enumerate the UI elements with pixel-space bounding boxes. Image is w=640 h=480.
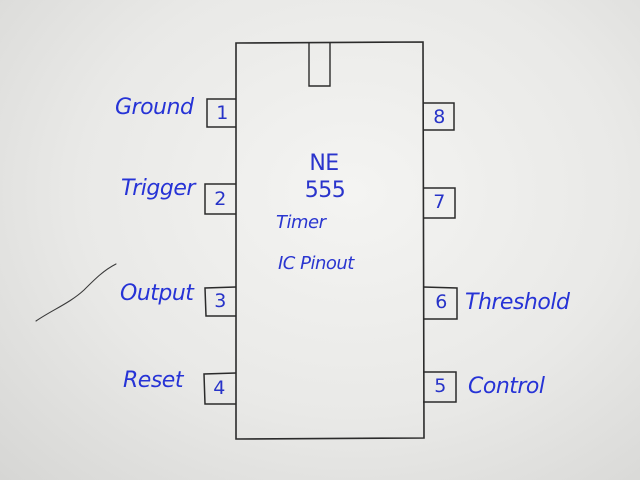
pin-5-label: Control: [468, 374, 545, 399]
ic-notch: [308, 43, 331, 87]
pin-7-box: [423, 187, 456, 219]
pin-6-box: [422, 286, 458, 320]
pin-6-number: 6: [435, 291, 447, 313]
pin-6-label: Threshold: [465, 290, 570, 315]
pin-2-number: 2: [214, 188, 226, 210]
pin-2-box: [204, 183, 236, 215]
stray-pencil-mark: [35, 263, 117, 322]
pin-8-number: 8: [433, 106, 445, 128]
pin-5-box: [423, 371, 457, 403]
pin-4-label: Reset: [123, 368, 183, 393]
pin-1-number: 1: [216, 102, 228, 124]
pin-5-number: 5: [434, 375, 446, 397]
pin-3-box: [204, 286, 237, 317]
pin-1-label: Ground: [115, 95, 194, 120]
pin-4-number: 4: [213, 377, 225, 399]
pin-7-number: 7: [433, 191, 445, 213]
pin-2-label: Trigger: [121, 176, 195, 201]
pin-8-box: [423, 102, 455, 131]
pin-3-label: Output: [120, 281, 194, 306]
chip-title-timer: Timer: [276, 212, 326, 233]
pin-1-box: [206, 98, 236, 128]
chip-subtitle: IC Pinout: [278, 253, 354, 274]
chip-title-555: 555: [304, 178, 346, 203]
pin-4-box: [203, 372, 237, 405]
pin-3-number: 3: [214, 290, 226, 312]
ic-body: [235, 41, 425, 440]
chip-title-ne: NE: [309, 151, 339, 176]
